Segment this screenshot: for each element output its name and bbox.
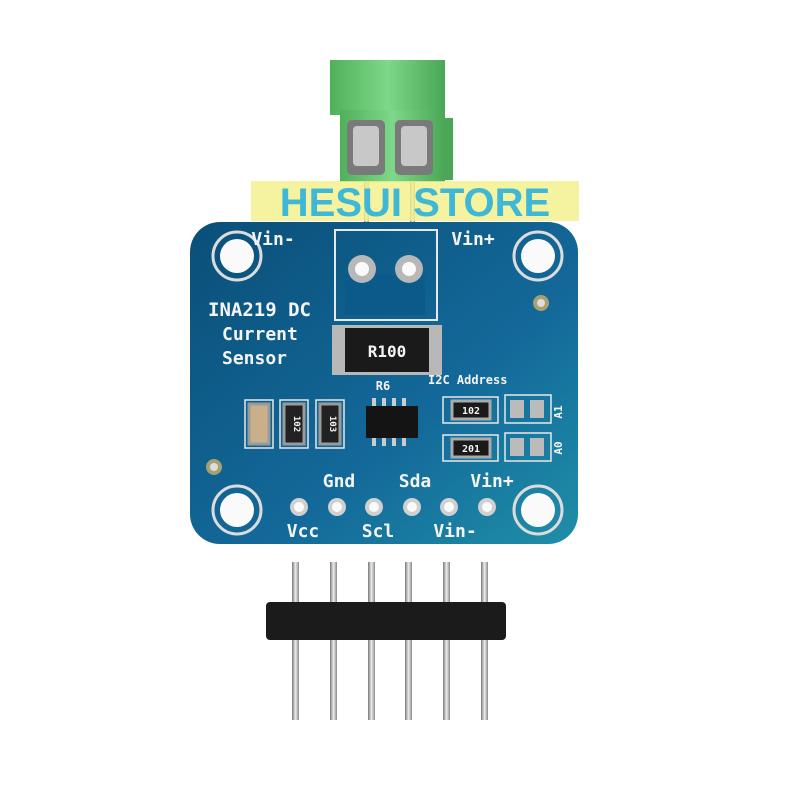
watermark-text: HESUI STORE [280, 181, 550, 225]
board-title-line1: INA219 DC [208, 299, 311, 321]
pin-label-vin-plus: Vin+ [470, 471, 514, 492]
pin-label-scl: Scl [362, 521, 395, 542]
address-jumper-a1 [504, 432, 552, 462]
resistor: 102 [442, 396, 499, 424]
ina219-chip [366, 398, 418, 446]
mounting-hole [211, 484, 263, 536]
mounting-hole [512, 484, 564, 536]
pin-label-sda: Sda [399, 471, 432, 492]
pin-label-vcc: Vcc [287, 521, 320, 542]
capacitor: 103 [315, 399, 345, 449]
pin-label-gnd: Gnd [323, 471, 356, 492]
shunt-marking: R100 [368, 342, 407, 361]
capacitor-marking: 103 [327, 416, 337, 432]
vin-minus-top-label: Vin- [251, 229, 294, 250]
jumper-a0-label: A0 [552, 441, 565, 454]
screw-terminal-block [330, 60, 453, 182]
mounting-hole [512, 230, 564, 282]
address-jumper-a0 [504, 394, 552, 424]
resistor-marking: 201 [462, 444, 480, 455]
i2c-address-label: I2C Address [428, 373, 507, 387]
resistor-marking: 102 [462, 406, 480, 417]
board-title-line2: Current [222, 324, 298, 345]
store-watermark: HESUI STORE [251, 181, 579, 225]
shunt-ref-label: R6 [376, 379, 390, 393]
capacitor-marking: 102 [291, 416, 301, 432]
jumper-a1-label: A1 [552, 405, 565, 419]
pin-header [266, 562, 506, 720]
capacitor [244, 399, 274, 449]
pcb-board: R100 R6 Vin- Vin+ INA219 DC Current Sens… [190, 222, 578, 544]
mounting-hole [211, 230, 263, 282]
capacitor: 102 [279, 399, 309, 449]
board-title-line3: Sensor [222, 348, 287, 369]
pin-pads [290, 498, 496, 516]
resistor: 201 [442, 434, 499, 462]
vin-plus-top-label: Vin+ [451, 229, 495, 250]
pin-label-vin-minus: Vin- [433, 521, 476, 542]
